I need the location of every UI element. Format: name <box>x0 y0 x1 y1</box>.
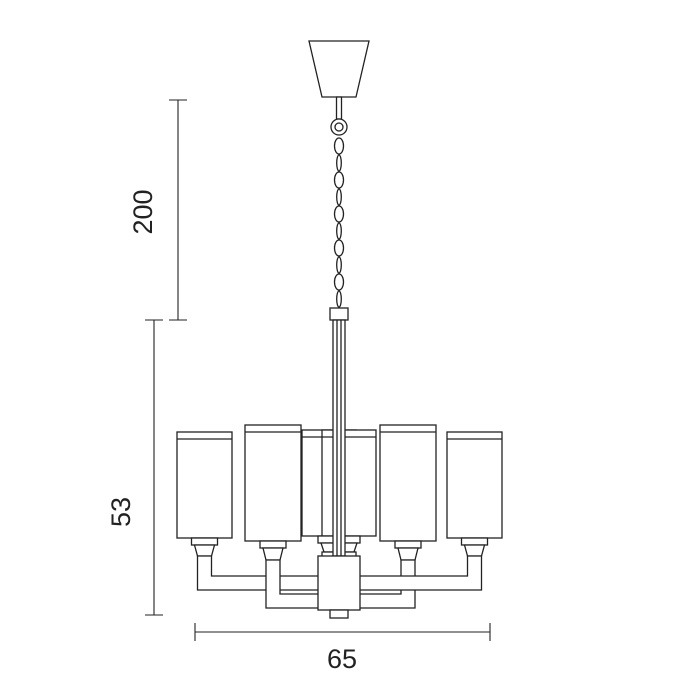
center-hub <box>317 555 361 611</box>
candle-cups <box>190 537 489 561</box>
candle-cup-band <box>460 537 489 546</box>
chain-link <box>333 273 345 291</box>
canopy-neck <box>335 96 343 120</box>
arms <box>196 555 483 609</box>
candle-cup <box>397 547 419 561</box>
stem-collar <box>329 307 349 321</box>
chain-link <box>336 188 342 206</box>
chain-link <box>336 222 342 240</box>
candle-cup <box>463 544 486 557</box>
arm-outer-right <box>357 555 483 591</box>
glass-shade-inner-left <box>244 424 302 542</box>
glass-shade-back-right <box>321 429 377 537</box>
ceiling-canopy <box>308 40 370 98</box>
stem-rod <box>332 319 346 557</box>
chain-link <box>336 290 342 308</box>
chain-link <box>333 137 345 155</box>
candle-cup-band <box>190 537 219 546</box>
glass-shade-inner-right <box>379 424 437 542</box>
dimension-label-200: 200 <box>128 189 158 234</box>
arm-outer-left <box>196 555 321 591</box>
dimension-body-height: 53 <box>106 319 163 616</box>
chain-link <box>333 205 345 223</box>
stem <box>329 307 349 557</box>
dimension-upper-height: 200 <box>128 99 187 321</box>
chain-link <box>333 171 345 189</box>
dimension-body-width: 65 <box>194 623 491 674</box>
finial <box>329 609 349 619</box>
glass-shade-outer-right <box>446 431 503 539</box>
chain-link <box>333 239 345 257</box>
front-shades <box>176 424 503 542</box>
dimension-label-53: 53 <box>106 497 136 527</box>
candle-cup <box>193 544 216 557</box>
chain-link <box>336 256 342 274</box>
candle-cup <box>262 547 284 561</box>
glass-shade-outer-left <box>176 431 233 539</box>
chain-link <box>336 154 342 172</box>
hanging-ring-inner <box>334 122 344 132</box>
dimension-label-65: 65 <box>327 644 357 674</box>
candle-cup-band <box>394 540 422 549</box>
chain <box>333 137 345 308</box>
candle-cup-band <box>259 540 287 549</box>
chandelier-drawing <box>176 40 503 619</box>
dimension-annotations: 200 53 65 <box>106 99 491 674</box>
